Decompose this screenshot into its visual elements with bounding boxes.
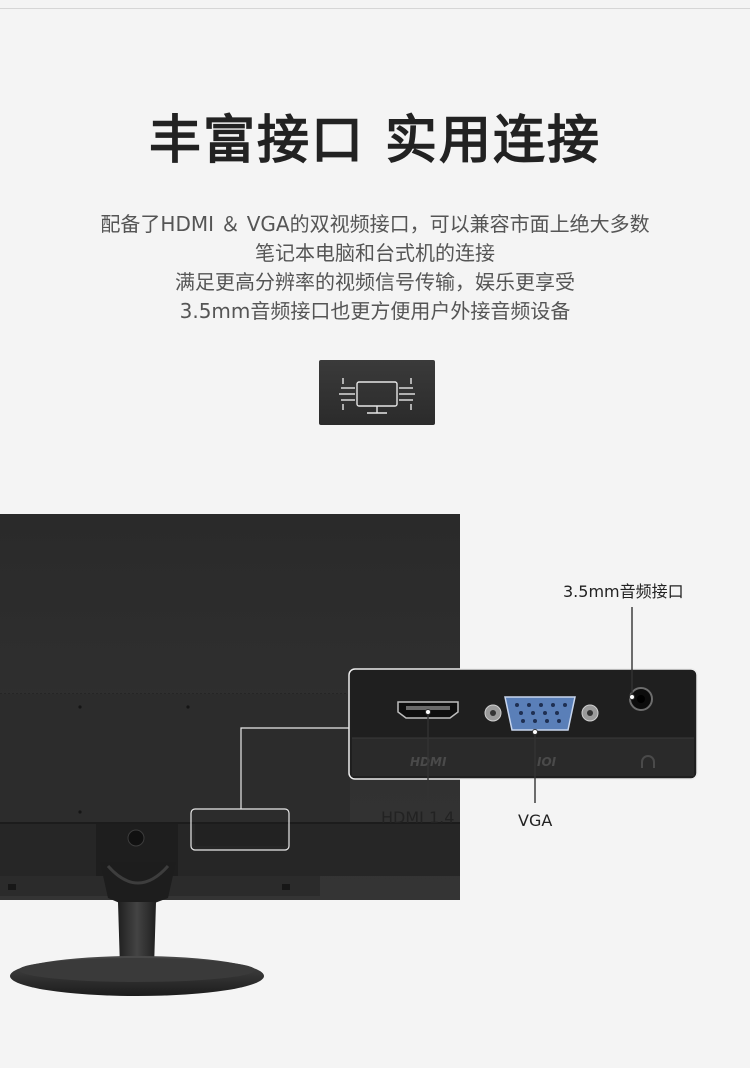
description-line: 笔记本电脑和台式机的连接 xyxy=(255,241,495,265)
port-region-highlight xyxy=(190,808,290,851)
audio-callout-label: 3.5mm音频接口 xyxy=(563,582,684,601)
top-divider xyxy=(0,8,750,9)
stand-neck xyxy=(118,902,156,968)
vga-print: IOI xyxy=(537,755,557,769)
vga-callout-label: VGA xyxy=(518,811,553,830)
description: 配备了HDMI ＆ VGA的双视频接口，可以兼容市面上绝大多数 笔记本电脑和台式… xyxy=(0,210,750,326)
vga-port xyxy=(504,696,576,731)
connectivity-badge xyxy=(319,360,435,425)
hdmi-callout-label: HDMI 1.4 xyxy=(381,808,455,827)
headphone-icon xyxy=(641,755,655,768)
description-line: 满足更高分辨率的视频信号传输，娱乐更享受 xyxy=(175,270,575,294)
monitor-connectivity-icon xyxy=(339,378,415,414)
description-line: 3.5mm音频接口也更方便用户外接音频设备 xyxy=(179,299,571,323)
description-line: 配备了HDMI ＆ VGA的双视频接口，可以兼容市面上绝大多数 xyxy=(100,212,650,236)
page-title: 丰富接口 实用连接 xyxy=(148,111,602,171)
